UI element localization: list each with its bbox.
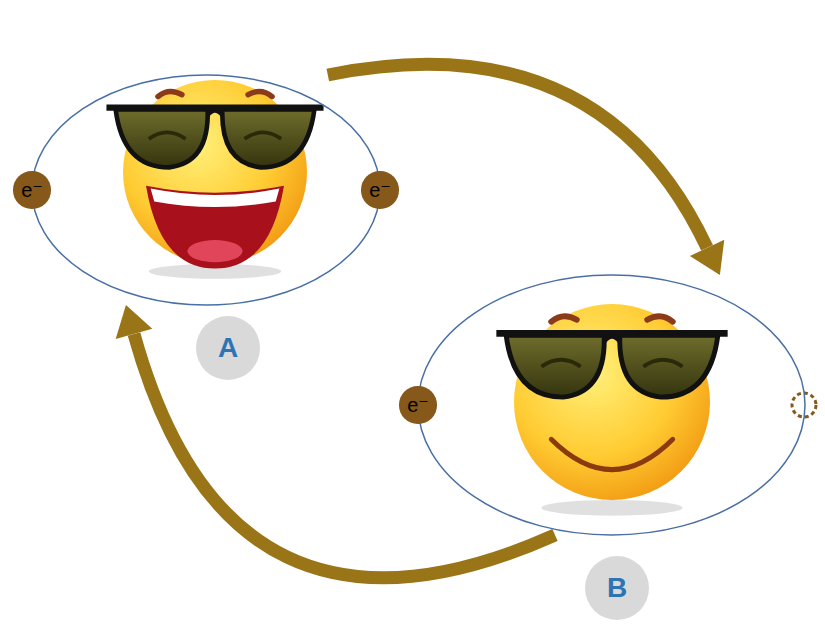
atom-orbit: e⁻e⁻ [32, 75, 380, 305]
arrow-shaft [134, 334, 555, 578]
electron: e⁻ [361, 171, 399, 209]
curved-arrow [116, 305, 555, 578]
arrow-head [690, 240, 724, 275]
curved-arrow [328, 64, 724, 275]
arrow-head [116, 305, 153, 339]
electron-symbol: e⁻ [369, 180, 391, 200]
state-label: B [585, 556, 649, 620]
electron: e⁻ [399, 386, 437, 424]
electron-symbol: e⁻ [407, 395, 429, 415]
state-letter: A [218, 334, 238, 362]
orbit-ellipse [32, 75, 380, 305]
atom-orbit: e⁻ [418, 275, 805, 535]
laughing-face [106, 80, 323, 279]
smiling-face [496, 304, 727, 516]
electron-symbol: e⁻ [21, 180, 43, 200]
orbit-outline [32, 75, 380, 305]
arrow-shaft [328, 64, 707, 248]
orbit-ellipse [418, 275, 805, 535]
state-label: A [196, 316, 260, 380]
electron: e⁻ [13, 171, 51, 209]
state-letter: B [607, 574, 627, 602]
orbit-outline [418, 275, 805, 535]
